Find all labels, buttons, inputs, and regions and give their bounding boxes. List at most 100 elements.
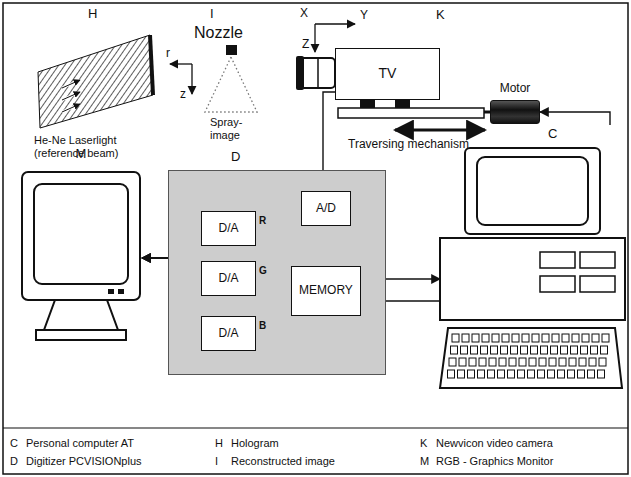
key (532, 334, 539, 342)
key (552, 334, 559, 342)
part-label: Nozzle (194, 24, 243, 42)
camera-body: TV (335, 48, 440, 100)
graphics-monitor: M (20, 168, 142, 346)
memory-box: MEMORY (291, 266, 361, 316)
spray-cone (205, 57, 257, 112)
channel-label: B (258, 320, 267, 331)
key (582, 334, 589, 342)
part-label: Y (360, 9, 368, 23)
digitizer-board: DD/AD/AD/AA/DMEMORY (168, 170, 386, 375)
monitor-button (108, 289, 114, 294)
key (499, 358, 506, 366)
da-converter: D/A (201, 261, 256, 296)
key (471, 346, 478, 354)
key (548, 370, 555, 378)
key (462, 334, 469, 342)
node-text: TV (379, 66, 397, 81)
part-label: H (88, 7, 97, 22)
motor: Motor (490, 100, 540, 124)
key (529, 358, 536, 366)
key (571, 346, 578, 354)
key (601, 346, 608, 354)
key (539, 358, 546, 366)
key (511, 346, 518, 354)
key (522, 334, 529, 342)
key (451, 346, 458, 354)
node-text: MEMORY (299, 284, 353, 297)
key (602, 334, 609, 342)
camera-lens-ring (296, 56, 304, 90)
legend-text: Reconstructed image (231, 455, 335, 468)
key (452, 334, 459, 342)
monitor-foot (36, 330, 126, 340)
key (498, 370, 505, 378)
signal-arrow (540, 112, 610, 125)
node-text: A/D (316, 202, 336, 215)
key (481, 346, 488, 354)
pc-monitor (465, 148, 600, 234)
key (588, 370, 595, 378)
key (461, 346, 468, 354)
key (528, 370, 535, 378)
key (448, 370, 455, 378)
key (512, 334, 519, 342)
key (568, 370, 575, 378)
key (468, 370, 475, 378)
key (479, 358, 486, 366)
key (592, 334, 599, 342)
hologram-edge (150, 35, 153, 95)
key (578, 370, 585, 378)
key (538, 370, 545, 378)
key (589, 358, 596, 366)
monitor-button (118, 289, 124, 294)
key (598, 370, 605, 378)
part-label: I (210, 7, 214, 22)
channel-label: R (258, 215, 267, 226)
keyboard (440, 328, 622, 388)
key (509, 358, 516, 366)
legend-text: Digitizer PCVISIONplus (26, 455, 142, 468)
legend-text: D (10, 455, 18, 468)
key (459, 358, 466, 366)
frame (3, 3, 628, 474)
key (519, 358, 526, 366)
key (472, 334, 479, 342)
part-label: z (180, 88, 186, 102)
da-converter: D/A (201, 211, 256, 246)
key (482, 334, 489, 342)
key (562, 334, 569, 342)
legend-text: H (215, 437, 223, 450)
key (581, 346, 588, 354)
key (518, 370, 525, 378)
key (469, 358, 476, 366)
legend-text: I (215, 455, 218, 468)
key (569, 358, 576, 366)
disk-drive (540, 276, 575, 292)
personal-computer: C (440, 125, 625, 390)
key (558, 370, 565, 378)
legend-text: Hologram (231, 437, 279, 450)
pc-base (440, 238, 625, 320)
node-text: D/A (218, 272, 238, 285)
nozzle-symbol (226, 45, 237, 55)
key (502, 334, 509, 342)
camera-lens (300, 58, 335, 88)
legend-text: Newvicon video camera (436, 437, 553, 450)
keyboard-keys (448, 334, 610, 378)
pc-screen (477, 157, 588, 225)
camera-lens-ring (317, 58, 319, 88)
key (492, 334, 499, 342)
key (458, 370, 465, 378)
node-text: D/A (218, 222, 238, 235)
part-label: Z (302, 38, 309, 52)
axis-arrow (314, 24, 315, 52)
reference-beam-arrows (62, 80, 80, 112)
part-label: K (436, 8, 445, 23)
key (591, 346, 598, 354)
key (542, 334, 549, 342)
node-text: Motor (471, 82, 559, 95)
guide-rail (338, 108, 484, 118)
key (531, 346, 538, 354)
part-label: X (300, 7, 308, 21)
